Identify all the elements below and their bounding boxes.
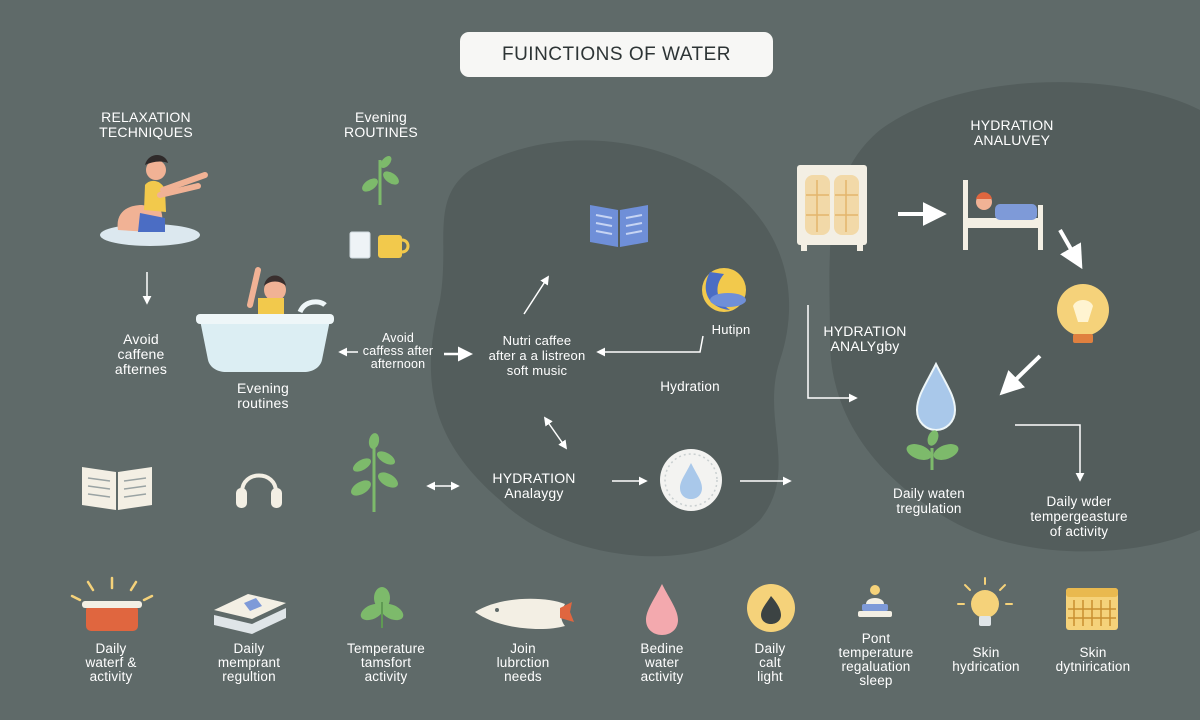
bottom-label-daily-memprant: Daily memprant regultion [217, 641, 281, 684]
flame-icon [747, 584, 795, 632]
label-nutri-caffee: Nutri caffee after a a listreon soft mus… [488, 333, 586, 378]
yoga-person-icon [100, 154, 208, 246]
leaf-icon [360, 587, 404, 628]
drop-icon [646, 584, 678, 635]
bed-icon [963, 180, 1043, 250]
label-evening-routines-top: Evening ROUTINES [344, 109, 418, 140]
bulb-icon [957, 577, 1013, 626]
bottom-label-daily-calt: Daily calt light [754, 641, 786, 684]
bold-arrows [898, 202, 1083, 396]
sprout-icon [906, 430, 959, 470]
pot-icon [70, 576, 154, 631]
lamp-icon [858, 585, 892, 617]
stack-icon [214, 594, 286, 634]
cabinet-icon [797, 165, 867, 251]
open-book-icon [590, 205, 648, 247]
label-avoid-caffess: Avoid caffess after afternoon [362, 331, 434, 371]
bottom-label-pont-temperature: Pont temperature regaluation sleep [838, 631, 914, 688]
background-blob-center [430, 140, 790, 557]
bottom-label-join-lubrction: Join lubrction needs [496, 641, 550, 684]
label-daily-waten-regulation: Daily waten tregulation [893, 486, 965, 516]
headphones-icon [236, 473, 282, 508]
diagram-title: FUINCTIONS OF WATER [460, 32, 773, 77]
bathtub-icon [196, 267, 334, 372]
bottom-label-skin-hydrication: Skin hydrication [952, 645, 1020, 674]
bottom-label-skin-dytnirication: Skin dytnirication [1055, 645, 1131, 674]
plant-icon [362, 156, 399, 205]
label-hydration: Hydration [660, 379, 720, 394]
label-hutipn: Hutipn [711, 322, 751, 337]
cups-icon [349, 231, 410, 259]
label-relaxation-techniques: RELAXATION TECHNIQUES [99, 109, 193, 140]
label-avoid-caffene: Avoid caffene afternes [114, 331, 168, 377]
bottom-label-daily-waterf: Daily waterf & activity [85, 641, 137, 684]
calendar-icon [1066, 588, 1118, 630]
fish-icon [475, 598, 574, 630]
moon-icon [702, 268, 746, 312]
label-evening-routines-bath: Evening routines [237, 380, 289, 411]
label-daily-wder-temperature: Daily wder tempergeasture of activity [1030, 494, 1128, 539]
bottom-label-bedine-water: Bedine water activity [640, 641, 684, 684]
water-drop-badge-icon [660, 449, 722, 511]
book-icon [82, 467, 152, 510]
light-bulb-icon [1057, 284, 1109, 343]
background-blob-right [829, 82, 1200, 552]
tall-plant-icon [351, 433, 398, 512]
bottom-label-temperature: Temperature tamsfort activity [347, 641, 425, 684]
label-hydration-analygby: HYDRATION ANALYgby [823, 323, 907, 354]
label-hydration-analuvey: HYDRATION ANALUVEY [970, 117, 1054, 148]
water-drop-icon [915, 361, 957, 432]
label-hydration-analaygy: HYDRATION Analaygy [492, 470, 576, 501]
flow-arrows [142, 272, 1085, 491]
